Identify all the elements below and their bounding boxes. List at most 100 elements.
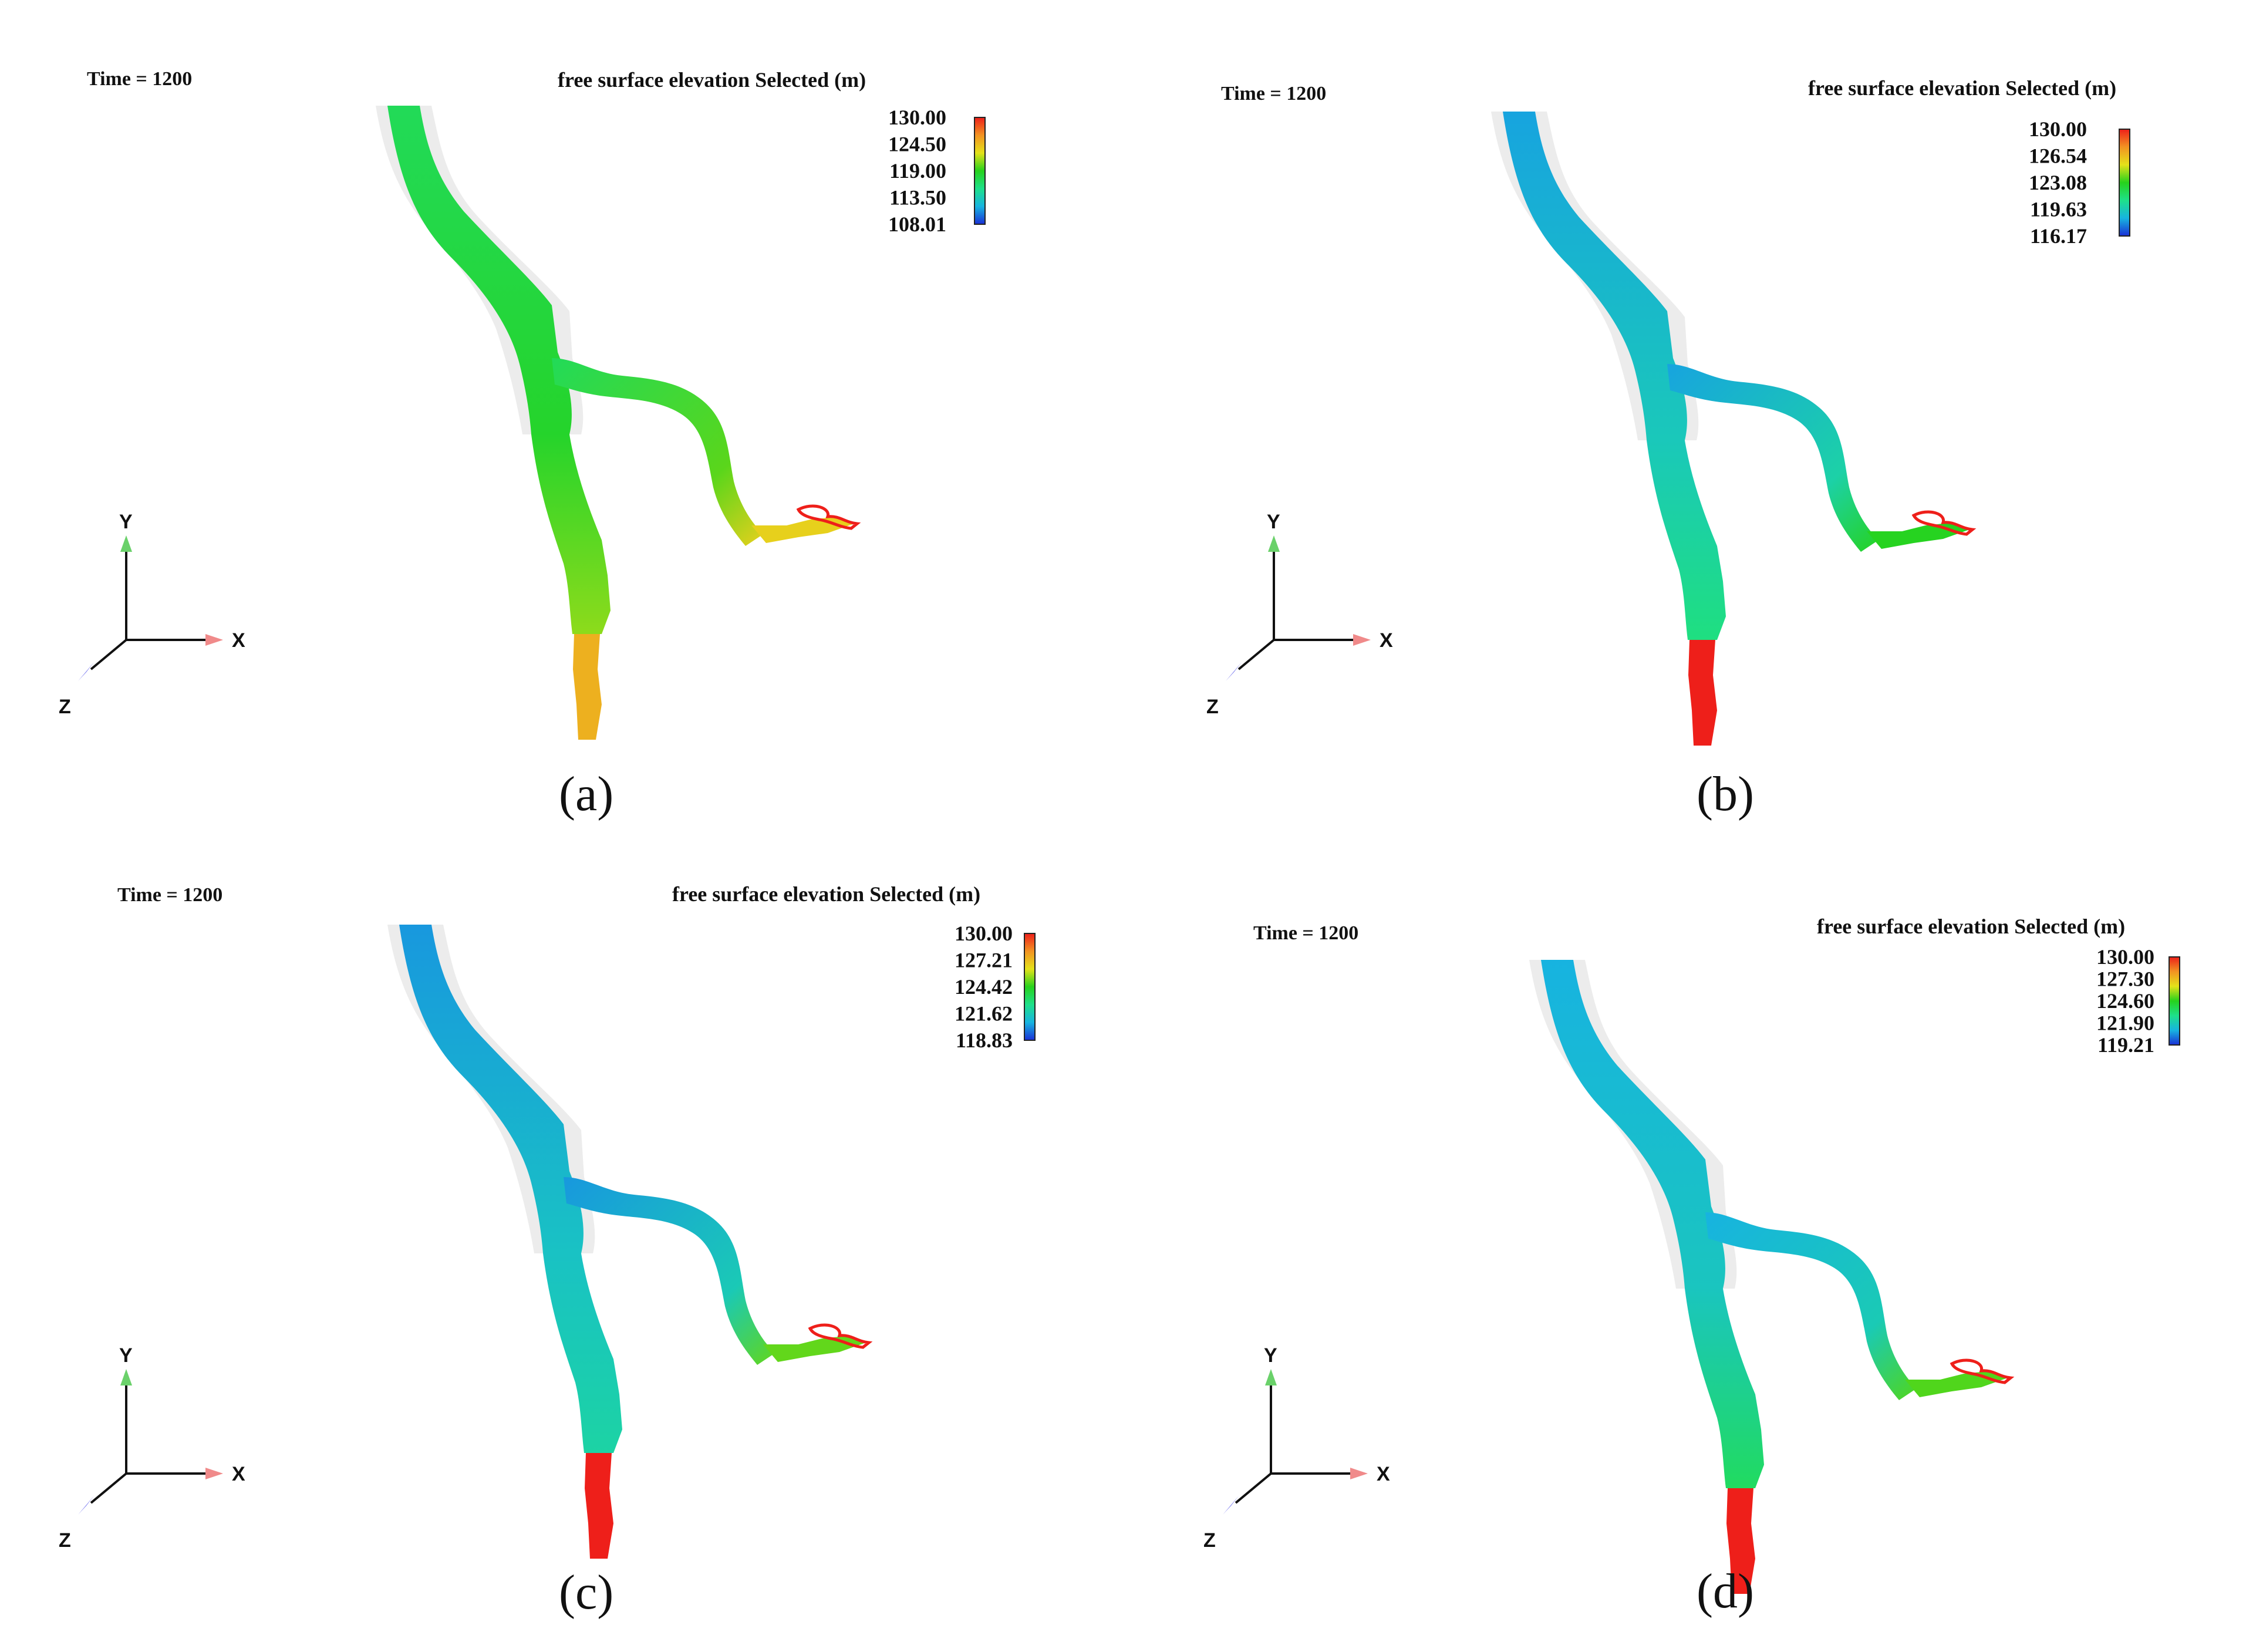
z-axis-line [1237,639,1275,670]
panel-caption: (c) [559,1565,613,1620]
panel-c: Time = 1200 free surface elevation Selec… [59,882,1036,1620]
panel-a: Time = 1200 free surface elevation Selec… [59,68,986,821]
inflow-splash [796,504,861,530]
color-legend: 130.00 127.21 124.42 121.62 118.83 [955,922,1036,1052]
river-lower-channel [1685,1289,1764,1488]
legend-title: free surface elevation Selected (m) [558,68,866,92]
panel-caption: (b) [1697,767,1754,821]
time-label: Time = 1200 [1253,922,1358,944]
z-axis-arrow [1223,1496,1239,1515]
axis-label-x: X [1380,629,1393,652]
x-axis-arrow [1350,1468,1368,1479]
x-axis-arrow [205,1468,223,1479]
axis-label-z: Z [59,696,71,718]
river-outlet [573,634,602,740]
legend-tick-label: 124.60 [2096,989,2154,1013]
legend-tick-label: 130.00 [2096,945,2154,969]
river-tributary [564,1177,775,1365]
legend-tick-label: 113.50 [889,186,946,210]
y-axis-arrow [1265,1369,1277,1385]
axis-label-z: Z [59,1529,71,1552]
axis-label-y: Y [119,511,133,533]
legend-tick-label: 130.00 [955,922,1013,945]
legend-tick-label: 108.01 [888,213,946,236]
y-axis-arrow [1268,535,1280,552]
legend-tick-label: 130.00 [2029,117,2087,141]
river-main-channel [399,925,584,1253]
y-axis-arrow [120,1369,132,1385]
z-axis-line [90,639,127,670]
river-main-channel [1503,112,1687,440]
z-axis-line [1235,1472,1272,1504]
time-label: Time = 1200 [1221,83,1326,104]
river-mesh [1491,112,1977,746]
legend-tick-label: 118.83 [956,1029,1013,1052]
legend-tick-label: 119.00 [889,159,946,183]
axis-label-y: Y [1264,1344,1277,1367]
legend-colorbar [974,117,986,225]
axis-label-y: Y [1267,511,1280,533]
z-axis-arrow [78,1496,94,1515]
river-lower-channel [543,1253,622,1453]
legend-tick-label: 124.50 [888,133,946,156]
river-outlet [1726,1488,1755,1594]
z-axis-arrow [1226,662,1242,681]
river-main-channel [1541,960,1725,1289]
river-tributary [552,358,763,546]
river-mesh [387,925,873,1559]
axis-label-y: Y [119,1344,133,1367]
river-lower-channel [531,434,611,634]
legend-tick-label: 119.63 [2030,198,2087,221]
panel-d: Time = 1200 free surface elevation Selec… [1203,915,2180,1619]
river-tributary [1705,1212,1917,1400]
legend-tick-label: 119.21 [2097,1033,2154,1057]
axis-label-x: X [232,1463,245,1485]
panel-caption: (a) [559,767,613,821]
axis-label-z: Z [1206,696,1219,718]
river-mesh [1529,960,2015,1594]
tributary-inflow [751,517,854,543]
legend-colorbar [2169,956,2180,1046]
river-tributary [1667,364,1879,552]
panel-b: Time = 1200 free surface elevation Selec… [1206,76,2130,821]
legend-colorbar [1024,933,1036,1041]
legend-tick-label: 124.42 [955,975,1013,999]
legend-tick-label: 123.08 [2029,171,2087,194]
color-legend: 130.00 124.50 119.00 113.50 108.01 [888,106,986,236]
legend-title: free surface elevation Selected (m) [1808,76,2116,100]
tributary-inflow [1867,522,1970,549]
legend-tick-label: 121.90 [2096,1012,2154,1035]
y-axis-arrow [120,535,132,552]
river-outlet [1688,640,1717,746]
axis-label-z: Z [1203,1529,1216,1552]
z-axis-line [90,1472,127,1504]
legend-tick-label: 116.17 [2030,224,2087,248]
river-main-channel [387,106,572,434]
axis-triad: Y X Z [59,1344,245,1552]
axis-triad: Y X Z [59,511,245,718]
inflow-splash [808,1323,873,1349]
x-axis-arrow [1353,634,1371,646]
legend-title: free surface elevation Selected (m) [1817,915,2125,938]
inflow-splash [1950,1358,2015,1384]
river-lower-channel [1647,440,1726,640]
axis-triad: Y X Z [1206,511,1393,718]
river-outlet [585,1453,613,1559]
legend-tick-label: 127.21 [955,949,1013,972]
tributary-inflow [1905,1371,2008,1397]
time-label: Time = 1200 [87,68,192,90]
river-mesh [376,106,861,740]
inflow-splash [1911,510,1977,536]
axis-label-x: X [1377,1463,1390,1485]
legend-tick-label: 121.62 [955,1002,1013,1026]
legend-colorbar [2119,129,2130,237]
legend-tick-label: 130.00 [888,106,946,129]
legend-tick-label: 127.30 [2096,967,2154,991]
legend-title: free surface elevation Selected (m) [672,882,980,906]
axis-label-x: X [232,629,245,652]
z-axis-arrow [78,662,94,681]
